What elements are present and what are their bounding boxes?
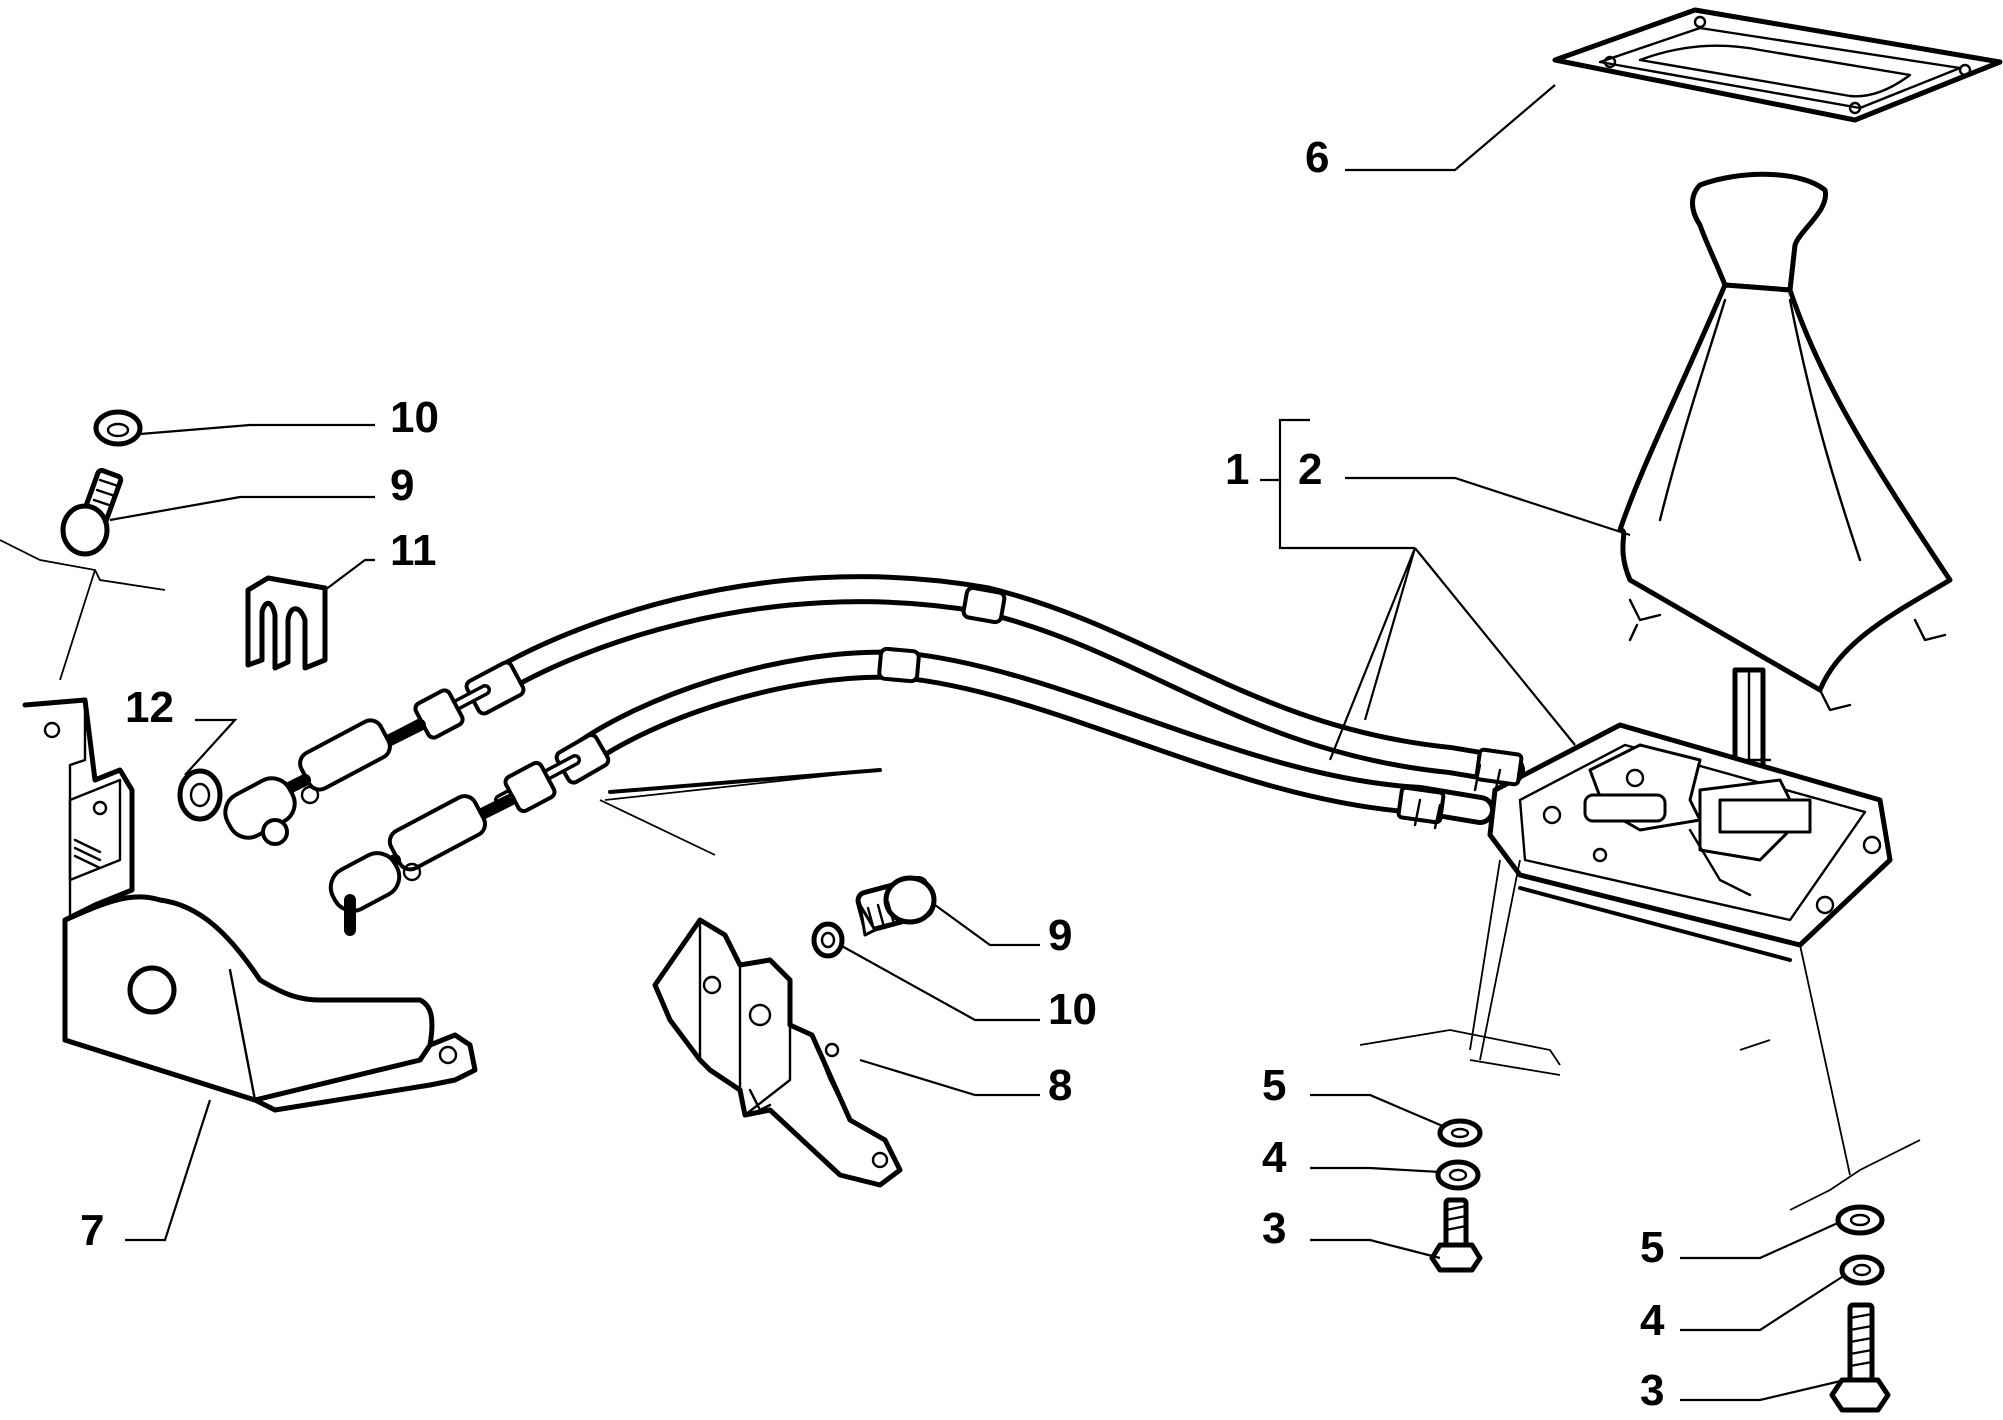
callout-5-middle: 5 [1262, 1061, 1286, 1110]
callout-12: 12 [125, 683, 174, 732]
callout-1: 1 [1225, 445, 1249, 494]
lower-cable-rod-end [328, 754, 581, 936]
part-7-bracket [22, 569, 478, 1113]
callout-3-right: 3 [1640, 1366, 1664, 1415]
part-9-bolt-middle [855, 875, 937, 937]
part-10-washer-middle [811, 921, 845, 959]
part-11-clip [245, 575, 328, 671]
callout-7: 7 [80, 1206, 104, 1255]
shift-cables [464, 574, 1525, 830]
callout-labels: 1 2 6 10 9 11 12 7 9 10 8 5 4 3 5 4 3 [80, 133, 1665, 1415]
callout-5-right: 5 [1640, 1223, 1664, 1272]
callout-2: 2 [1298, 445, 1322, 494]
callout-4-middle: 4 [1262, 1133, 1287, 1182]
part-12-bushing [177, 768, 223, 822]
callout-9-top: 9 [390, 461, 414, 510]
part-1-shifter-housing [1469, 722, 1893, 1176]
callout-6: 6 [1305, 133, 1329, 182]
callout-10-middle: 10 [1048, 985, 1097, 1034]
callout-10-top: 10 [390, 393, 439, 442]
part-9-bolt-left [60, 468, 124, 557]
callout-9-middle: 9 [1048, 911, 1072, 960]
surface-hints [0, 539, 1921, 1211]
parts-5-4-3-stack-right [1829, 1204, 1891, 1413]
callout-11: 11 [390, 526, 437, 575]
callout-4-right: 4 [1640, 1296, 1665, 1345]
parts-5-4-3-stack-middle [1429, 1118, 1483, 1273]
part-10-washer-left [93, 409, 143, 447]
upper-cable-rod-end [223, 684, 491, 846]
leader-lines [109, 84, 1846, 1402]
part-2-gear-lever-boot [1617, 171, 1953, 712]
part-6-gasket [1552, 7, 2003, 123]
callout-8: 8 [1048, 1061, 1072, 1110]
callout-3-middle: 3 [1262, 1204, 1286, 1253]
part-8-mounting-bracket [652, 917, 903, 1188]
